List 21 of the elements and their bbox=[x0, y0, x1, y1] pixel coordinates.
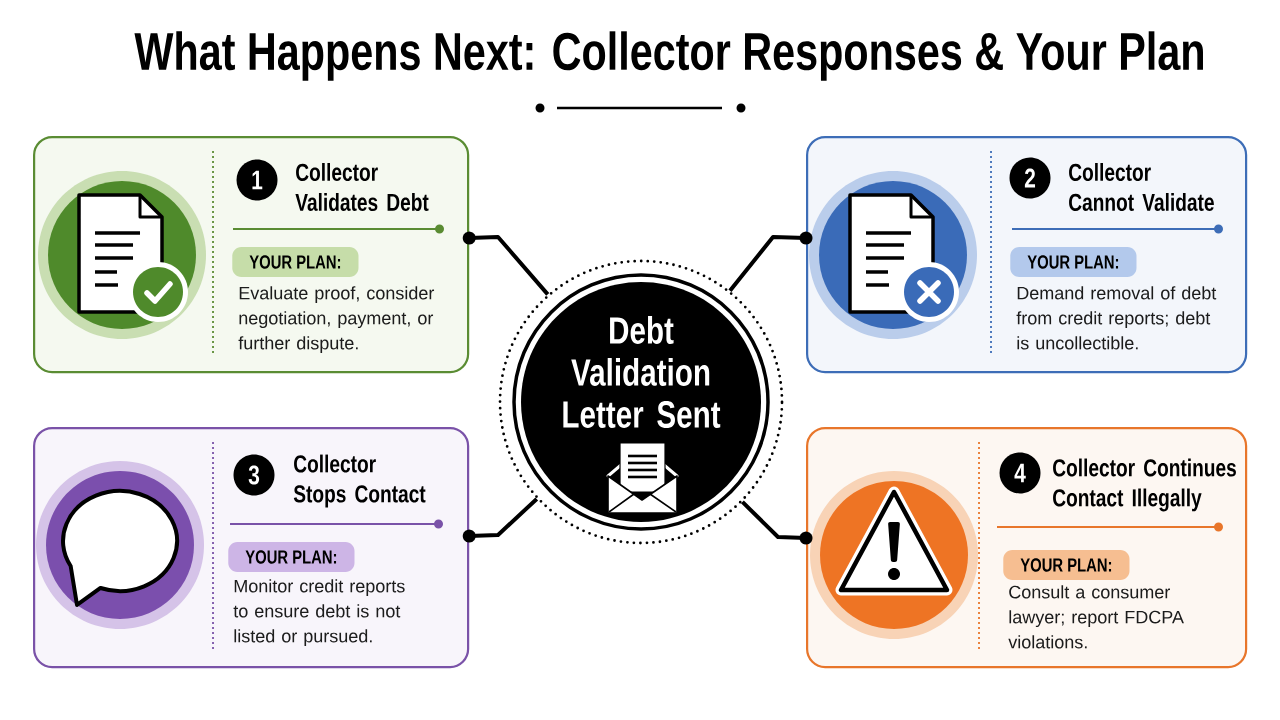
connector bbox=[462, 231, 550, 296]
plan-text: Demand removal of debt from credit reports; debt is uncollectible. bbox=[1016, 286, 1217, 350]
label-pill: YOUR PLAN: bbox=[228, 542, 355, 572]
plan-text: Monitor credit reports to ensure debt is not listed or pursued. bbox=[233, 579, 405, 647]
label-pill: YOUR PLAN: bbox=[1010, 247, 1137, 277]
number-badge: 4 bbox=[999, 452, 1041, 494]
number-badge: 2 bbox=[1009, 157, 1051, 199]
connector bbox=[728, 231, 813, 293]
label-pill: YOUR PLAN: bbox=[232, 247, 359, 277]
card-title: Collector Stops Contact bbox=[293, 454, 426, 508]
plan-text: Evaluate proof, consider negotiation, payment, or further dispute. bbox=[238, 286, 435, 354]
card-title: Collector Cannot Validate bbox=[1069, 163, 1214, 211]
title: What Happens Next: Collector Responses & Your Plan bbox=[134, 31, 1203, 81]
card-title: Collector Validates Debt bbox=[295, 163, 429, 211]
number-badge: 1 bbox=[236, 159, 278, 201]
label-pill: YOUR PLAN: bbox=[1003, 550, 1130, 580]
card-title: Collector Continues Contact Illegally bbox=[1053, 458, 1236, 512]
connector bbox=[741, 500, 813, 545]
plan-text: Consult a consumer lawyer; report FDCPA violations. bbox=[1008, 585, 1184, 649]
number-badge: 3 bbox=[233, 454, 275, 496]
connector bbox=[462, 497, 539, 543]
